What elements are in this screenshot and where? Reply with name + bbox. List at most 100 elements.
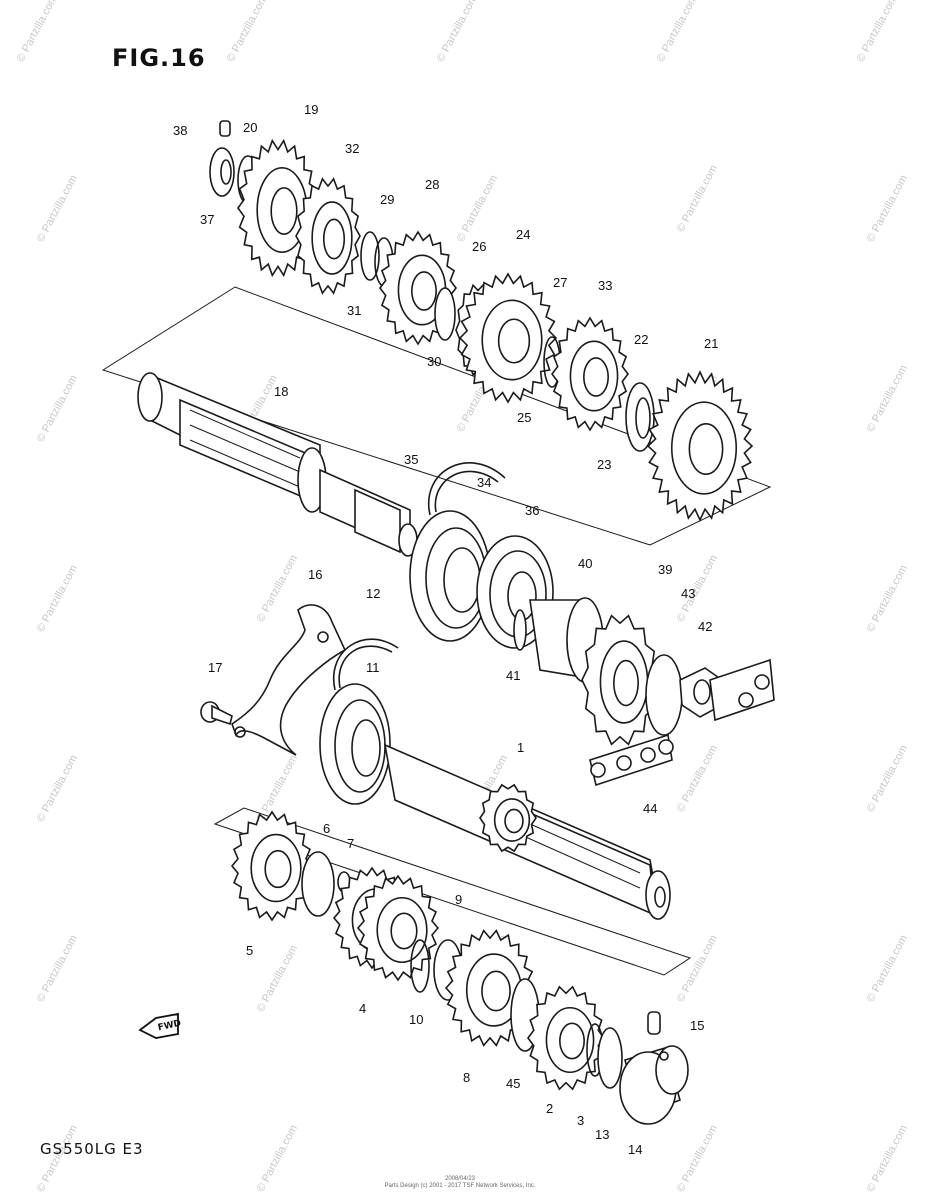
gear-2 bbox=[527, 985, 605, 1091]
figure-title: FIG.16 bbox=[112, 44, 206, 72]
circlip-10 bbox=[410, 939, 430, 993]
watermark-text: © Partzilla.com bbox=[35, 753, 80, 824]
watermark-text: © Partzilla.com bbox=[255, 943, 300, 1014]
countershaft-assembly-box bbox=[101, 286, 772, 546]
part-number-label: 30 bbox=[427, 354, 441, 369]
watermark-text: © Partzilla.com bbox=[675, 1123, 720, 1194]
part-number-label: 25 bbox=[517, 410, 531, 425]
part-number-label: 37 bbox=[200, 212, 214, 227]
watermark-text: © Partzilla.com bbox=[855, 0, 900, 64]
drive-chain-44 bbox=[589, 658, 775, 787]
part-number-label: 2 bbox=[546, 1101, 553, 1116]
sprocket-39 bbox=[581, 614, 659, 746]
part-number-label: 39 bbox=[658, 562, 672, 577]
watermark-text: © Partzilla.com bbox=[35, 1123, 80, 1194]
bushing-14 bbox=[619, 1045, 689, 1125]
part-number-label: 21 bbox=[704, 336, 718, 351]
part-number-label: 23 bbox=[597, 457, 611, 472]
part-number-label: 24 bbox=[516, 227, 530, 242]
washer-6 bbox=[301, 851, 335, 917]
watermark-text: © Partzilla.com bbox=[455, 173, 500, 244]
part-number-label: 19 bbox=[304, 102, 318, 117]
part-number-label: 31 bbox=[347, 303, 361, 318]
watermark-text: © Partzilla.com bbox=[435, 0, 480, 64]
watermark-text: © Partzilla.com bbox=[35, 373, 80, 444]
watermark-text: © Partzilla.com bbox=[35, 173, 80, 244]
watermark-text: © Partzilla.com bbox=[255, 1123, 300, 1194]
gear-5 bbox=[230, 810, 314, 922]
watermark-text: © Partzilla.com bbox=[35, 933, 80, 1004]
part-number-label: 6 bbox=[323, 821, 330, 836]
fwd-arrow-icon: FWD bbox=[138, 1012, 182, 1039]
gear-19 bbox=[237, 138, 319, 278]
pin-15 bbox=[647, 1011, 661, 1035]
part-number-label: 36 bbox=[525, 503, 539, 518]
part-number-label: 28 bbox=[425, 177, 439, 192]
gear-21 bbox=[646, 370, 754, 522]
part-number-label: 11 bbox=[366, 660, 380, 675]
watermark-text: © Partzilla.com bbox=[655, 0, 700, 64]
part-number-label: 8 bbox=[463, 1070, 470, 1085]
part-number-label: 16 bbox=[308, 567, 322, 582]
part-number-label: 1 bbox=[517, 740, 524, 755]
watermark-text: © Partzilla.com bbox=[675, 933, 720, 1004]
part-number-label: 41 bbox=[506, 668, 520, 683]
part-number-label: 15 bbox=[690, 1018, 704, 1033]
screw-17 bbox=[200, 701, 233, 726]
driveshaft-gear-1 bbox=[479, 783, 537, 853]
model-code: GS550LG E3 bbox=[40, 1140, 144, 1158]
part-number-label: 22 bbox=[634, 332, 648, 347]
washer-13 bbox=[597, 1027, 623, 1089]
part-number-label: 17 bbox=[208, 660, 222, 675]
part-number-label: 5 bbox=[246, 943, 253, 958]
snap-ring-12 bbox=[332, 638, 399, 691]
countershaft bbox=[137, 372, 418, 557]
part-number-label: 43 bbox=[681, 586, 695, 601]
part-number-label: 32 bbox=[345, 141, 359, 156]
svg-text:FWD: FWD bbox=[157, 1019, 182, 1034]
footer-copyright: Parts Design (c) 2001 - 2017 TSF Network… bbox=[384, 1183, 536, 1189]
page-footer: 2008/04/23 Parts Design (c) 2001 - 2017 … bbox=[300, 1176, 620, 1190]
part-number-label: 40 bbox=[578, 556, 592, 571]
watermark-text: © Partzilla.com bbox=[865, 933, 910, 1004]
part-number-label: 33 bbox=[598, 278, 612, 293]
part-number-label: 44 bbox=[643, 801, 657, 816]
watermark-text: © Partzilla.com bbox=[865, 363, 910, 434]
part-number-label: 42 bbox=[698, 619, 712, 634]
part-number-label: 38 bbox=[173, 123, 187, 138]
watermark-text: © Partzilla.com bbox=[675, 163, 720, 234]
part-number-label: 29 bbox=[380, 192, 394, 207]
part-number-label: 7 bbox=[347, 836, 354, 851]
part-number-label: 27 bbox=[553, 275, 567, 290]
bearing-34 bbox=[409, 510, 491, 642]
watermark-text: © Partzilla.com bbox=[865, 1123, 910, 1194]
watermark-text: © Partzilla.com bbox=[675, 743, 720, 814]
part-number-label: 26 bbox=[472, 239, 486, 254]
part-number-label: 13 bbox=[595, 1127, 609, 1142]
part-number-label: 12 bbox=[366, 586, 380, 601]
part-number-label: 9 bbox=[455, 892, 462, 907]
part-number-label: 14 bbox=[628, 1142, 642, 1157]
part-number-label: 4 bbox=[359, 1001, 366, 1016]
watermark-text: © Partzilla.com bbox=[865, 173, 910, 244]
part-number-label: 3 bbox=[577, 1113, 584, 1128]
gear-32 bbox=[295, 177, 361, 295]
snap-ring-35 bbox=[427, 462, 506, 516]
watermark-text: © Partzilla.com bbox=[35, 563, 80, 634]
gear-4-rear bbox=[356, 874, 440, 982]
part-number-label: 35 bbox=[404, 452, 418, 467]
part-number-label: 10 bbox=[409, 1012, 423, 1027]
watermark-text: © Partzilla.com bbox=[15, 0, 60, 64]
part-number-label: 45 bbox=[506, 1076, 520, 1091]
part-number-label: 34 bbox=[477, 475, 491, 490]
bearing-11 bbox=[319, 683, 391, 805]
lock-washer-43 bbox=[645, 654, 683, 736]
watermark-text: © Partzilla.com bbox=[225, 0, 270, 64]
part-number-label: 18 bbox=[274, 384, 288, 399]
gear-33 bbox=[550, 316, 630, 432]
footer-date: 2008/04/23 bbox=[444, 1176, 476, 1182]
gear-24 bbox=[458, 272, 558, 404]
part-number-label: 20 bbox=[243, 120, 257, 135]
